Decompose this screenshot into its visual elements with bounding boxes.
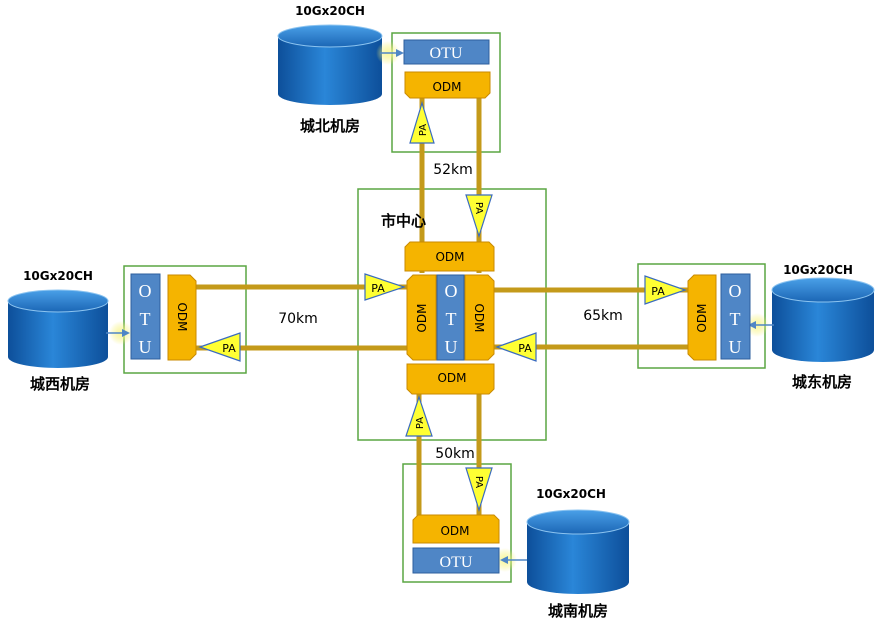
north-otu-label: OTU xyxy=(430,45,463,62)
center-odm-left-label: ODM xyxy=(415,303,429,332)
south-site: 10Gx20CH 城南机房 ODM OTU PA PA 50km xyxy=(405,395,630,620)
west-site-name: 城西机房 xyxy=(30,375,90,393)
east-site-name: 城东机房 xyxy=(792,373,852,391)
center-site-name: 市中心 xyxy=(381,212,426,230)
west-odm-label: ODM xyxy=(175,302,189,331)
north-pa-down-icon xyxy=(465,194,493,238)
east-capacity-label: 10Gx20CH xyxy=(783,263,853,277)
center-odm-bottom xyxy=(406,363,495,395)
east-odm-label: ODM xyxy=(695,303,709,332)
north-site-name: 城北机房 xyxy=(300,117,360,135)
center-odm-top-label: ODM xyxy=(435,250,464,264)
center-odm-right xyxy=(464,274,495,361)
south-otu-label: OTU xyxy=(440,554,473,571)
south-otu xyxy=(412,547,500,574)
center-odm-top xyxy=(404,241,495,272)
south-pa-down-icon xyxy=(465,467,493,513)
west-otu-letter-t: T xyxy=(140,309,151,329)
north-capacity-label: 10Gx20CH xyxy=(295,4,365,18)
north-link-arrow xyxy=(396,49,404,57)
north-odm-label: ODM xyxy=(432,80,461,94)
south-pa-down-label: PA xyxy=(473,476,484,488)
north-distance-label: 52km xyxy=(433,162,473,178)
west-otu-letter-u: U xyxy=(139,337,152,357)
north-site: 10Gx20CH 城北机房 OTU ODM PA PA 52km xyxy=(277,4,493,238)
east-distance-label: 65km xyxy=(583,308,623,324)
east-odm xyxy=(687,274,717,361)
center-otu xyxy=(436,274,465,361)
center-otu-letter-t: T xyxy=(446,309,457,329)
west-link-arrow xyxy=(122,329,130,337)
north-site-frame xyxy=(391,32,501,153)
center-otu-letter-u: U xyxy=(445,337,458,357)
south-site-name: 城南机房 xyxy=(548,602,608,620)
west-otu xyxy=(130,273,161,360)
center-pa-east-icon xyxy=(495,332,537,362)
center-site-frame xyxy=(357,188,547,441)
south-odm-label: ODM xyxy=(440,524,469,538)
north-pa-up-icon xyxy=(409,100,435,144)
east-database-icon xyxy=(771,277,875,362)
west-odm xyxy=(167,274,197,361)
east-otu xyxy=(720,273,751,360)
east-pa-icon xyxy=(644,275,687,305)
center-pa-west-icon xyxy=(364,273,406,301)
east-otu-letter-o: O xyxy=(729,281,742,301)
east-otu-letter-u: U xyxy=(729,337,742,357)
west-pa-icon xyxy=(198,332,241,362)
east-site-frame xyxy=(637,263,766,369)
south-capacity-label: 10Gx20CH xyxy=(536,487,606,501)
east-site: 10Gx20CH 城东机房 O T U ODM PA 65km xyxy=(583,263,875,391)
north-otu xyxy=(403,39,490,65)
center-odm-left xyxy=(406,274,437,361)
north-database-icon xyxy=(277,24,383,105)
center-odm-bottom-label: ODM xyxy=(437,371,466,385)
west-otu-letter-o: O xyxy=(139,281,152,301)
north-pa-down-label: PA xyxy=(473,202,484,214)
south-pa-up-label: PA xyxy=(415,417,426,429)
west-database-icon xyxy=(7,289,109,368)
south-odm xyxy=(412,514,500,544)
north-pa-up-label: PA xyxy=(418,124,429,136)
west-site-frame xyxy=(123,265,247,374)
west-distance-label: 70km xyxy=(278,311,318,327)
south-site-frame xyxy=(402,463,512,583)
west-pa-label: PA xyxy=(222,342,236,355)
south-link-arrow xyxy=(500,556,508,564)
south-database-icon xyxy=(526,509,630,594)
north-odm xyxy=(404,71,491,99)
center-otu-letter-o: O xyxy=(445,281,458,301)
center-site: 市中心 ODM ODM O T U ODM ODM PA PA xyxy=(364,212,537,395)
center-pa-west-label: PA xyxy=(371,282,385,295)
east-otu-letter-t: T xyxy=(730,309,741,329)
center-odm-right-label: ODM xyxy=(472,303,486,332)
west-site: 10Gx20CH 城西机房 O T U ODM PA 70km xyxy=(7,269,318,393)
east-pa-label: PA xyxy=(651,285,665,298)
center-pa-east-label: PA xyxy=(518,342,532,355)
south-pa-up-icon xyxy=(405,395,433,437)
east-link-arrow xyxy=(748,321,756,329)
west-capacity-label: 10Gx20CH xyxy=(23,269,93,283)
south-distance-label: 50km xyxy=(435,446,475,462)
